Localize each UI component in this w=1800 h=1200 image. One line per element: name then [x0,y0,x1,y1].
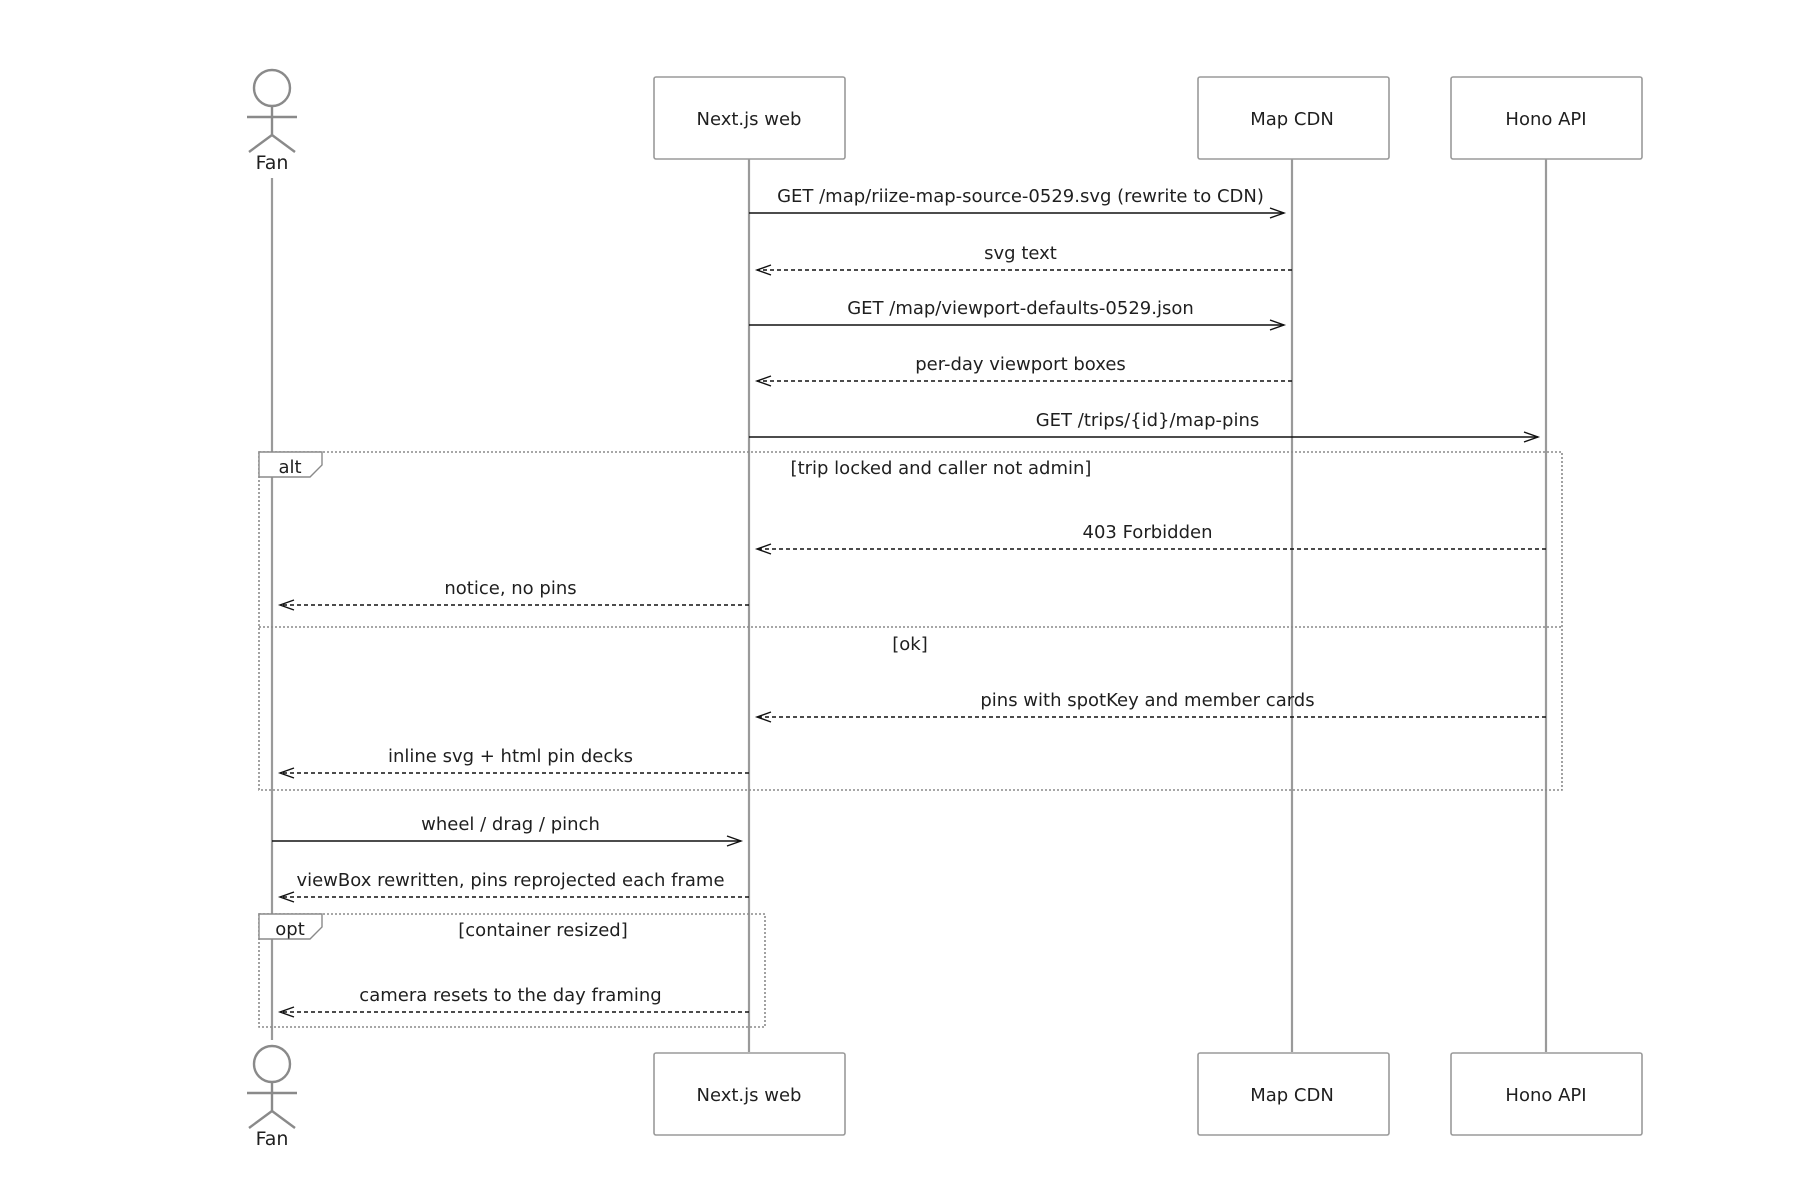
message-api-to-web: 403 Forbidden [754,522,1546,555]
person-icon [247,1044,297,1129]
arrowhead-icon [754,543,772,555]
alt-fragment-keyword: alt [278,457,301,478]
participant-label: Map CDN [1250,109,1334,130]
message-label: svg text [984,243,1057,264]
message-label: per-day viewport boxes [915,354,1126,375]
message-label: notice, no pins [444,578,576,599]
opt-fragment: opt [container resized] [258,913,766,1028]
message-cdn-to-web: svg text [754,243,1292,276]
alt-fragment: alt [trip locked and caller not admin] [… [258,451,1563,791]
arrowhead-icon [1523,431,1541,443]
participant-label: Hono API [1505,1085,1586,1106]
participant-web-bottom: Next.js web [653,1052,846,1136]
alt-fragment-tab [258,451,323,478]
message-label: viewBox rewritten, pins reprojected each… [296,870,724,891]
arrowhead-icon [277,767,295,779]
message-label: 403 Forbidden [1083,522,1213,543]
message-fan-to-web: wheel / drag / pinch [272,814,744,847]
arrowhead-icon [1269,207,1287,219]
participant-api-top: Hono API [1450,76,1643,160]
participant-label: Map CDN [1250,1085,1334,1106]
message-web-to-fan: camera resets to the day framing [277,985,749,1018]
arrowhead-icon [754,264,772,276]
message-label: pins with spotKey and member cards [980,690,1314,711]
message-web-to-fan: notice, no pins [277,578,749,611]
arrowhead-icon [277,891,295,903]
message-web-to-fan: viewBox rewritten, pins reprojected each… [277,870,749,903]
participant-label: Next.js web [697,109,802,130]
message-label: GET /map/viewport-defaults-0529.json [847,298,1194,319]
arrowhead-icon [277,599,295,611]
participant-cdn-bottom: Map CDN [1197,1052,1390,1136]
arrowhead-icon [726,835,744,847]
message-cdn-to-web: per-day viewport boxes [754,354,1292,387]
actor-fan-top: Fan [247,68,297,174]
opt-fragment-condition: [container resized] [458,920,627,941]
arrowhead-icon [1269,319,1287,331]
message-label: inline svg + html pin decks [388,746,633,767]
message-label: GET /trips/{id}/map-pins [1036,410,1260,431]
person-icon [247,68,297,153]
participant-label: Hono API [1505,109,1586,130]
message-web-to-cdn: GET /map/riize-map-source-0529.svg (rewr… [749,186,1287,219]
alt-fragment-condition: [trip locked and caller not admin] [791,458,1092,479]
actor-label: Fan [256,1128,289,1150]
opt-fragment-keyword: opt [275,919,305,940]
opt-fragment-tab [258,913,323,940]
message-label: wheel / drag / pinch [421,814,600,835]
participant-web-top: Next.js web [653,76,846,160]
message-web-to-cdn: GET /map/viewport-defaults-0529.json [749,298,1287,331]
message-web-to-api: GET /trips/{id}/map-pins [749,410,1541,443]
arrowhead-icon [277,1006,295,1018]
message-api-to-web: pins with spotKey and member cards [754,690,1546,723]
message-label: GET /map/riize-map-source-0529.svg (rewr… [777,186,1264,207]
alt-else-condition: [ok] [892,634,927,655]
messages: GET /map/riize-map-source-0529.svg (rewr… [272,186,1546,1018]
actor-label: Fan [256,152,289,174]
message-web-to-fan: inline svg + html pin decks [277,746,749,779]
actor-fan-bottom: Fan [247,1044,297,1150]
participant-label: Next.js web [697,1085,802,1106]
arrowhead-icon [754,375,772,387]
arrowhead-icon [754,711,772,723]
participant-cdn-top: Map CDN [1197,76,1390,160]
message-label: camera resets to the day framing [359,985,661,1006]
participant-api-bottom: Hono API [1450,1052,1643,1136]
